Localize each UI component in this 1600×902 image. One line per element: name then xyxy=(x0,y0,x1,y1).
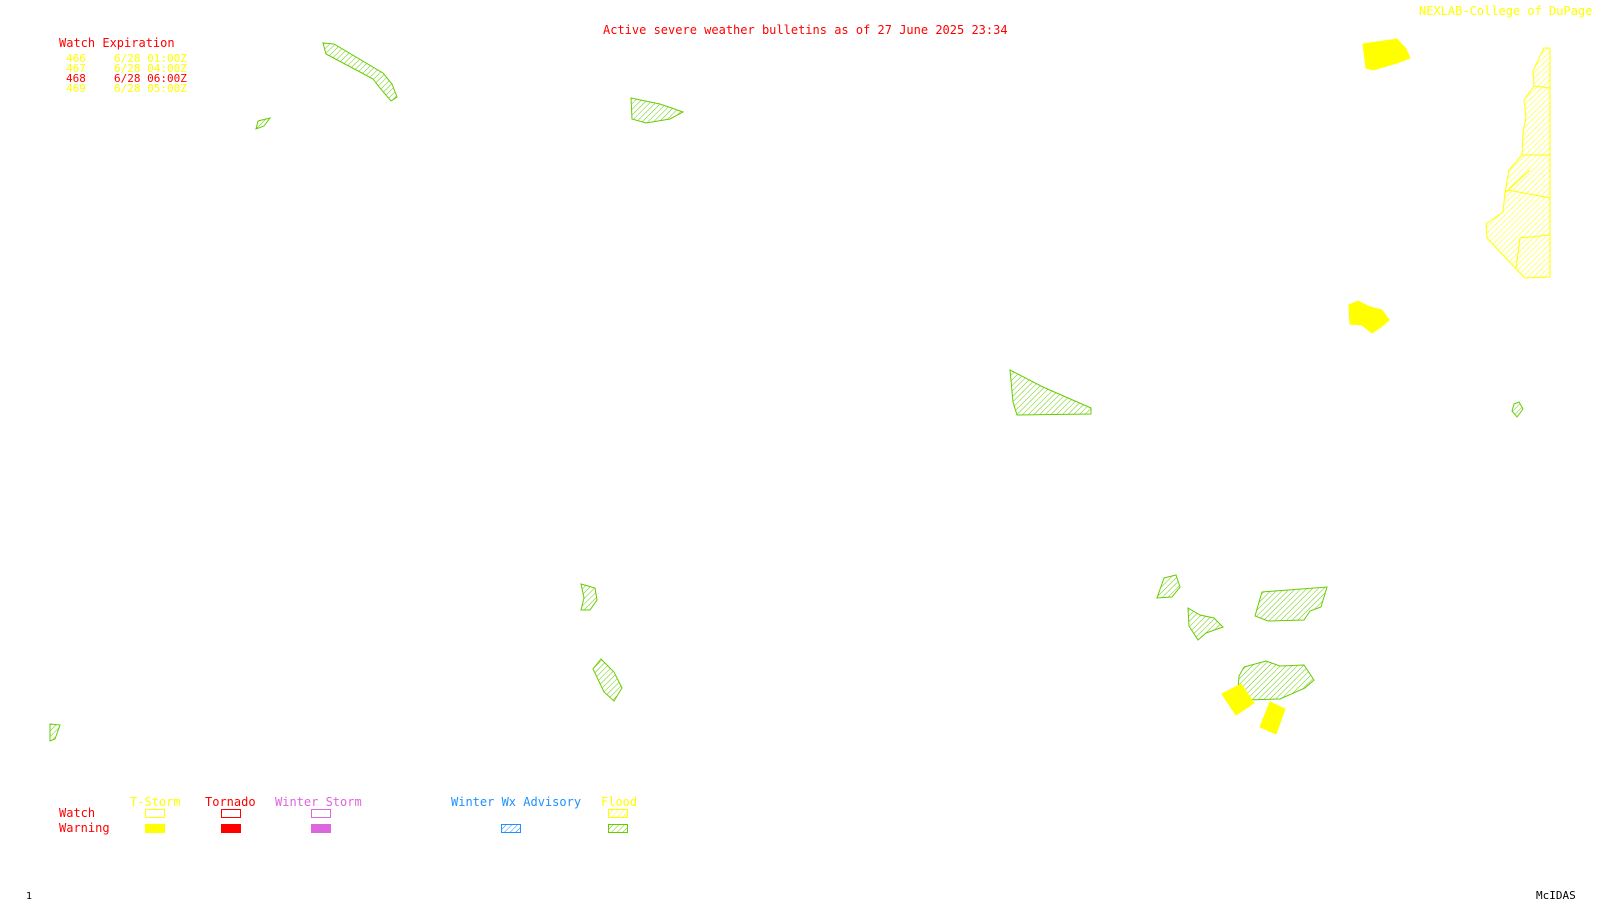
page-title: Active severe weather bulletins as of 27… xyxy=(603,23,1008,37)
legend-tstorm-watch-swatch xyxy=(145,809,165,818)
legend-flood-warning-swatch xyxy=(608,824,628,833)
watch-time: 6/28 05:00Z xyxy=(114,82,187,95)
legend-watch-label: Watch xyxy=(59,806,96,820)
credit-label: NEXLAB-College of DuPage R xyxy=(1419,4,1600,18)
legend-winter-advisory-label: Winter Wx Advisory xyxy=(451,795,582,809)
flood-watch-polygon xyxy=(1485,47,1551,279)
watch-number: 466 xyxy=(66,52,86,65)
legend-winter-storm-watch-swatch xyxy=(311,809,331,818)
flood-warning-polygon xyxy=(1187,607,1224,641)
legend-tstorm-warning-swatch xyxy=(145,824,165,833)
watch-expiration-heading: Watch Expiration xyxy=(59,36,175,50)
legend-tornado-watch-swatch xyxy=(221,809,241,818)
legend-tornado-warning-swatch xyxy=(221,824,241,833)
flood-warning-polygon xyxy=(1156,574,1181,599)
frame-number: 1 xyxy=(26,891,33,902)
watch-time: 6/28 04:00Z xyxy=(114,62,187,75)
legend-warning-label: Warning xyxy=(59,821,110,835)
watch-number: 467 xyxy=(66,62,86,75)
flood-warning-polygon xyxy=(1254,586,1328,622)
flood-warning-polygon xyxy=(630,97,685,124)
legend-winter-advisory-warning-swatch xyxy=(501,824,521,833)
watch-number: 469 xyxy=(66,82,86,95)
flood-warning-polygon xyxy=(592,658,623,702)
tstorm-warning-areas xyxy=(1221,38,1411,735)
flood-warning-polygon xyxy=(1511,401,1524,418)
legend-tstorm-label: T-Storm xyxy=(130,795,181,809)
watch-time: 6/28 06:00Z xyxy=(114,72,187,85)
legend-tornado-label: Tornado xyxy=(205,795,256,809)
tstorm-warning-polygon xyxy=(1348,300,1390,334)
legend-flood-label: Flood xyxy=(601,795,638,809)
flood-warning-areas xyxy=(49,42,1524,742)
flood-warning-polygon xyxy=(255,117,272,130)
tstorm-warning-polygon xyxy=(1221,683,1255,716)
legend-flood-watch-swatch xyxy=(608,809,628,818)
flood-warning-polygon xyxy=(580,583,598,611)
flood-warning-polygon xyxy=(322,42,398,102)
tstorm-warning-polygon xyxy=(1362,38,1411,71)
legend-winter-storm-warning-swatch xyxy=(311,824,331,833)
tstorm-warning-polygon xyxy=(1259,701,1286,735)
flood-warning-polygon xyxy=(1237,660,1315,701)
flood-watch-areas xyxy=(1485,47,1551,279)
flood-warning-polygon xyxy=(1009,369,1092,416)
flood-warning-polygon xyxy=(49,723,61,742)
watch-time: 6/28 01:00Z xyxy=(114,52,187,65)
software-label: McIDAS xyxy=(1536,889,1576,902)
flood-watch-boundaries xyxy=(1504,85,1551,270)
legend-winter-storm-label: Winter Storm xyxy=(275,795,362,809)
watch-number: 468 xyxy=(66,72,86,85)
